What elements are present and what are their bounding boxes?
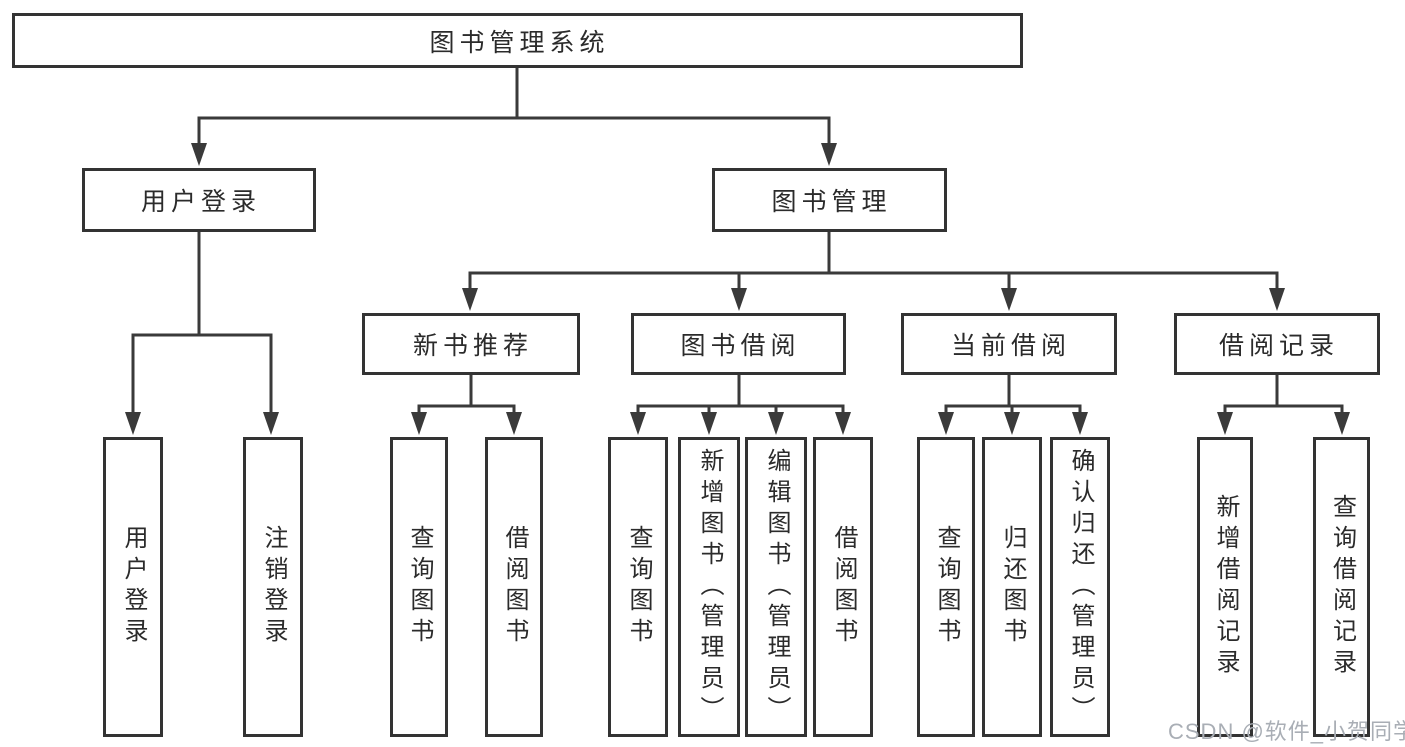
leaf-confirm-return-admin: 确认归还（管理员）	[1050, 437, 1110, 737]
leaf-borrow-books-recommend: 借阅图书	[485, 437, 543, 737]
leaf-add-borrow-record: 新增借阅记录	[1197, 437, 1253, 737]
node-borrowing-records: 借阅记录	[1174, 313, 1380, 375]
leaf-edit-book-admin-label: 编辑图书（管理员）	[763, 447, 790, 727]
leaf-query-borrow-record: 查询借阅记录	[1313, 437, 1370, 737]
leaf-query-books-current-label: 查询图书	[933, 525, 960, 649]
leaf-query-books-borrowing-label: 查询图书	[625, 525, 652, 649]
node-new-book-recommendation-label: 新书推荐	[412, 332, 533, 360]
leaf-query-books-borrowing: 查询图书	[608, 437, 668, 737]
leaf-add-borrow-record-label: 新增借阅记录	[1212, 494, 1239, 680]
leaf-confirm-return-admin-label: 确认归还（管理员）	[1067, 447, 1094, 727]
leaf-query-books-recommend-label: 查询图书	[406, 525, 433, 649]
leaf-borrow-books-borrowing-label: 借阅图书	[830, 525, 857, 649]
leaf-return-book-label: 归还图书	[999, 525, 1026, 649]
leaf-logout-label: 注销登录	[260, 525, 287, 649]
leaf-query-books-current: 查询图书	[917, 437, 975, 737]
node-root: 图书管理系统	[12, 13, 1023, 68]
node-new-book-recommendation: 新书推荐	[362, 313, 580, 375]
node-book-management-label: 图书管理	[771, 188, 892, 216]
leaf-return-book: 归还图书	[982, 437, 1042, 737]
leaf-add-book-admin-label: 新增图书（管理员）	[696, 447, 723, 727]
leaf-borrow-books-recommend-label: 借阅图书	[501, 525, 528, 649]
leaf-user-login-label: 用户登录	[120, 525, 147, 649]
leaf-query-books-recommend: 查询图书	[390, 437, 448, 737]
leaf-query-borrow-record-label: 查询借阅记录	[1328, 494, 1356, 680]
node-borrowing-records-label: 借阅记录	[1218, 332, 1339, 360]
node-current-borrowing: 当前借阅	[901, 313, 1117, 375]
node-root-label: 图书管理系统	[429, 28, 610, 57]
leaf-add-book-admin: 新增图书（管理员）	[678, 437, 740, 737]
node-user-login-label: 用户登录	[140, 188, 261, 216]
csdn-watermark: CSDN @软件_小贺同学	[1168, 719, 1405, 744]
node-user-login: 用户登录	[82, 168, 316, 232]
node-book-borrowing-label: 图书借阅	[680, 332, 801, 360]
leaf-logout: 注销登录	[243, 437, 303, 737]
node-book-borrowing: 图书借阅	[631, 313, 846, 375]
leaf-edit-book-admin: 编辑图书（管理员）	[745, 437, 807, 737]
leaf-borrow-books-borrowing: 借阅图书	[813, 437, 873, 737]
node-book-management: 图书管理	[712, 168, 947, 232]
node-current-borrowing-label: 当前借阅	[950, 332, 1071, 360]
leaf-user-login: 用户登录	[103, 437, 163, 737]
